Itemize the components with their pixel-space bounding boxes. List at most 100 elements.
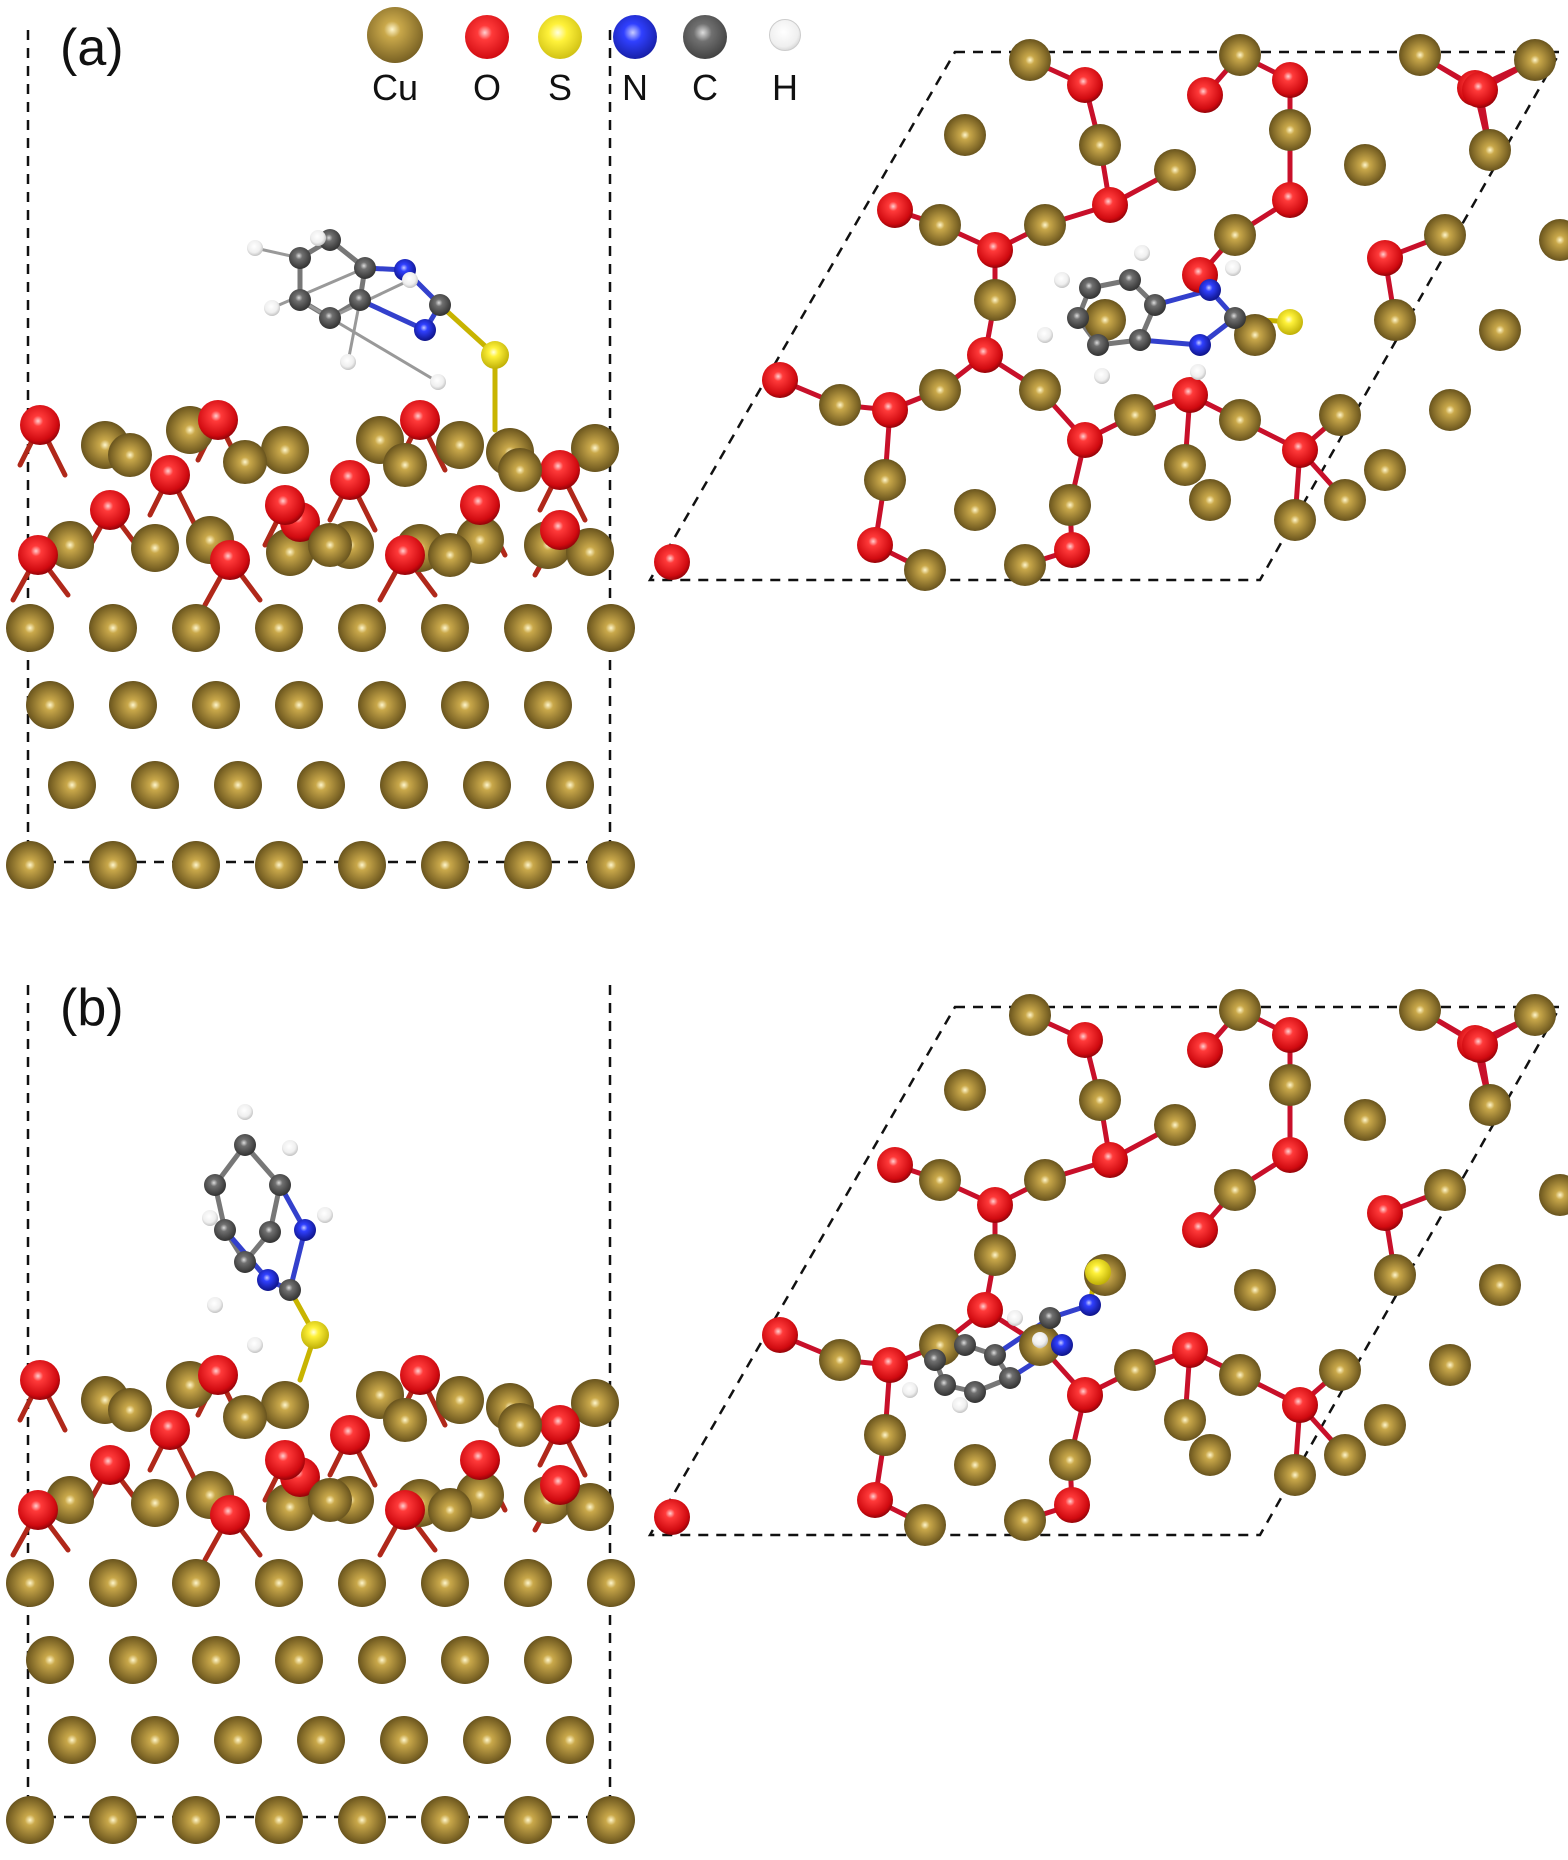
o-atom [877, 192, 913, 228]
o-atom [150, 1410, 190, 1450]
cu-swatch-icon [367, 7, 423, 63]
o-atom [1172, 1332, 1208, 1368]
o-atom [1067, 1022, 1103, 1058]
cu-atom [1274, 499, 1316, 541]
cu-atom [1319, 394, 1361, 436]
c-atom [234, 1251, 256, 1273]
cu-atom [6, 841, 54, 889]
cu-atom [383, 443, 427, 487]
n-atom [257, 1269, 279, 1291]
cu-atom [1234, 314, 1276, 356]
cu-atom [1164, 444, 1206, 486]
cu-atom [6, 1796, 54, 1844]
s-atom [1277, 309, 1303, 335]
cu-atom [308, 523, 352, 567]
cu-atom [1189, 479, 1231, 521]
cu-atom [214, 1716, 262, 1764]
cu-atom [954, 489, 996, 531]
cu-atom [1539, 219, 1568, 261]
o-atom [1282, 432, 1318, 468]
o-atom [654, 1499, 690, 1535]
cu-atom [1219, 399, 1261, 441]
o-atom [1187, 1032, 1223, 1068]
cu-atom [919, 369, 961, 411]
c-atom [934, 1374, 956, 1396]
cu-atom [1319, 1349, 1361, 1391]
cu-atom [255, 1796, 303, 1844]
o-atom [1272, 182, 1308, 218]
cu-atom [358, 1636, 406, 1684]
cu-atom [1049, 1439, 1091, 1481]
o-atom [90, 490, 130, 530]
o-atom [460, 1440, 500, 1480]
element-legend: Cu O S N C H [355, 5, 835, 115]
cu-atom [428, 533, 472, 577]
h-atom [1134, 245, 1150, 261]
h-atom [1037, 327, 1053, 343]
o-atom [872, 1347, 908, 1383]
cu-atom [504, 841, 552, 889]
legend-label: Cu [371, 67, 419, 108]
h-atom [1225, 260, 1241, 276]
c-atom [1079, 277, 1101, 299]
cu-atom [819, 1339, 861, 1381]
h-atom [1007, 1310, 1023, 1326]
legend-label: S [547, 67, 572, 108]
cu-atom [421, 1559, 469, 1607]
bond [357, 297, 428, 333]
cu-atom [1114, 1349, 1156, 1391]
o-atom [1282, 1387, 1318, 1423]
cu-atom [421, 604, 469, 652]
cu-atom [571, 1379, 619, 1427]
o-atom [20, 1360, 60, 1400]
o-atom [1367, 1195, 1403, 1231]
c-atom [1129, 329, 1151, 351]
cu-atom [89, 1559, 137, 1607]
cu-atom [89, 604, 137, 652]
cu-atom [1344, 1099, 1386, 1141]
o-atom [18, 535, 58, 575]
c-atom [1087, 334, 1109, 356]
o-atom [1187, 77, 1223, 113]
o-atom [967, 1292, 1003, 1328]
n-atom [1051, 1334, 1073, 1356]
c-atom [289, 289, 311, 311]
n-atom [414, 319, 436, 341]
cu-atom [1514, 994, 1556, 1036]
cu-atom [172, 1559, 220, 1607]
n-atom [1189, 334, 1211, 356]
cu-atom [504, 1796, 552, 1844]
c-atom [279, 1279, 301, 1301]
o-atom [18, 1490, 58, 1530]
cu-atom [46, 1476, 94, 1524]
cu-atom [524, 1636, 572, 1684]
o-atom [1067, 1377, 1103, 1413]
o-atom [977, 232, 1013, 268]
o-atom [1272, 1137, 1308, 1173]
cu-atom [172, 841, 220, 889]
cu-atom [1024, 1159, 1066, 1201]
h-atom [430, 374, 446, 390]
cu-atom [261, 426, 309, 474]
cu-atom [1429, 389, 1471, 431]
cu-atom [338, 841, 386, 889]
cu-atom [255, 1559, 303, 1607]
cu-atom [380, 761, 428, 809]
o-atom [400, 400, 440, 440]
s-swatch-icon [538, 15, 582, 59]
cu-atom [26, 1636, 74, 1684]
cu-atom [131, 524, 179, 572]
s-atom [301, 1321, 329, 1349]
cu-atom [974, 279, 1016, 321]
panel-label-a: (a) [60, 19, 124, 77]
o-atom [857, 1482, 893, 1518]
cu-atom [919, 1159, 961, 1201]
o-atom [265, 1440, 305, 1480]
o-atom [857, 527, 893, 563]
legend-label: C [692, 67, 718, 108]
legend-item-cu: Cu [355, 5, 435, 115]
cu-atom [275, 681, 323, 729]
cu-atom [904, 1504, 946, 1546]
cu-atom [587, 604, 635, 652]
cu-atom [223, 1395, 267, 1439]
